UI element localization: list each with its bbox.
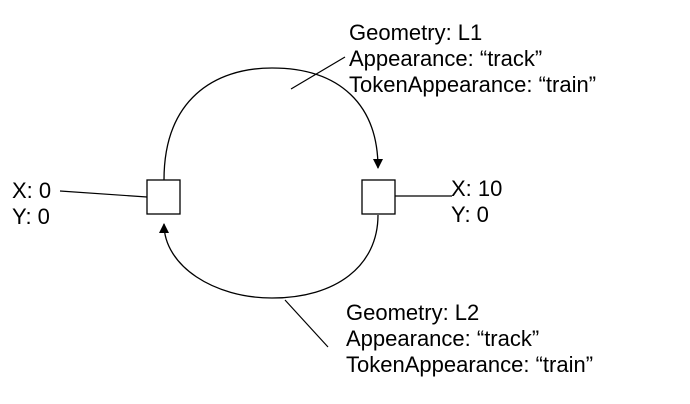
edge-l1-geometry: Geometry: L1	[349, 20, 483, 45]
node-left-x: X: 0	[12, 178, 52, 203]
edge-l2-label: Geometry: L2 Appearance: “track” TokenAp…	[346, 300, 593, 378]
edge-l1-label: Geometry: L1 Appearance: “track” TokenAp…	[349, 20, 596, 98]
edge-l2-geometry: Geometry: L2	[346, 300, 480, 325]
node-right-y: Y: 0	[451, 202, 489, 227]
leader-left	[59, 190, 148, 198]
edge-l1-appearance: Appearance: “track”	[349, 46, 543, 71]
node-right	[361, 179, 396, 215]
edge-l1-arc	[163, 67, 383, 181]
edge-l1-token-appearance: TokenAppearance: “train”	[349, 72, 597, 97]
node-left-y: Y: 0	[12, 204, 50, 229]
node-right-label: X: 10 Y: 0	[451, 176, 502, 228]
node-left	[146, 179, 181, 215]
edge-l2-arc	[159, 214, 379, 299]
edge-l2-appearance: Appearance: “track”	[346, 326, 540, 351]
edge-l2-token-appearance: TokenAppearance: “train”	[346, 352, 594, 377]
node-right-x: X: 10	[451, 176, 503, 201]
node-left-label: X: 0 Y: 0	[12, 178, 51, 230]
leader-l2	[284, 299, 329, 348]
leader-l1	[290, 56, 346, 90]
